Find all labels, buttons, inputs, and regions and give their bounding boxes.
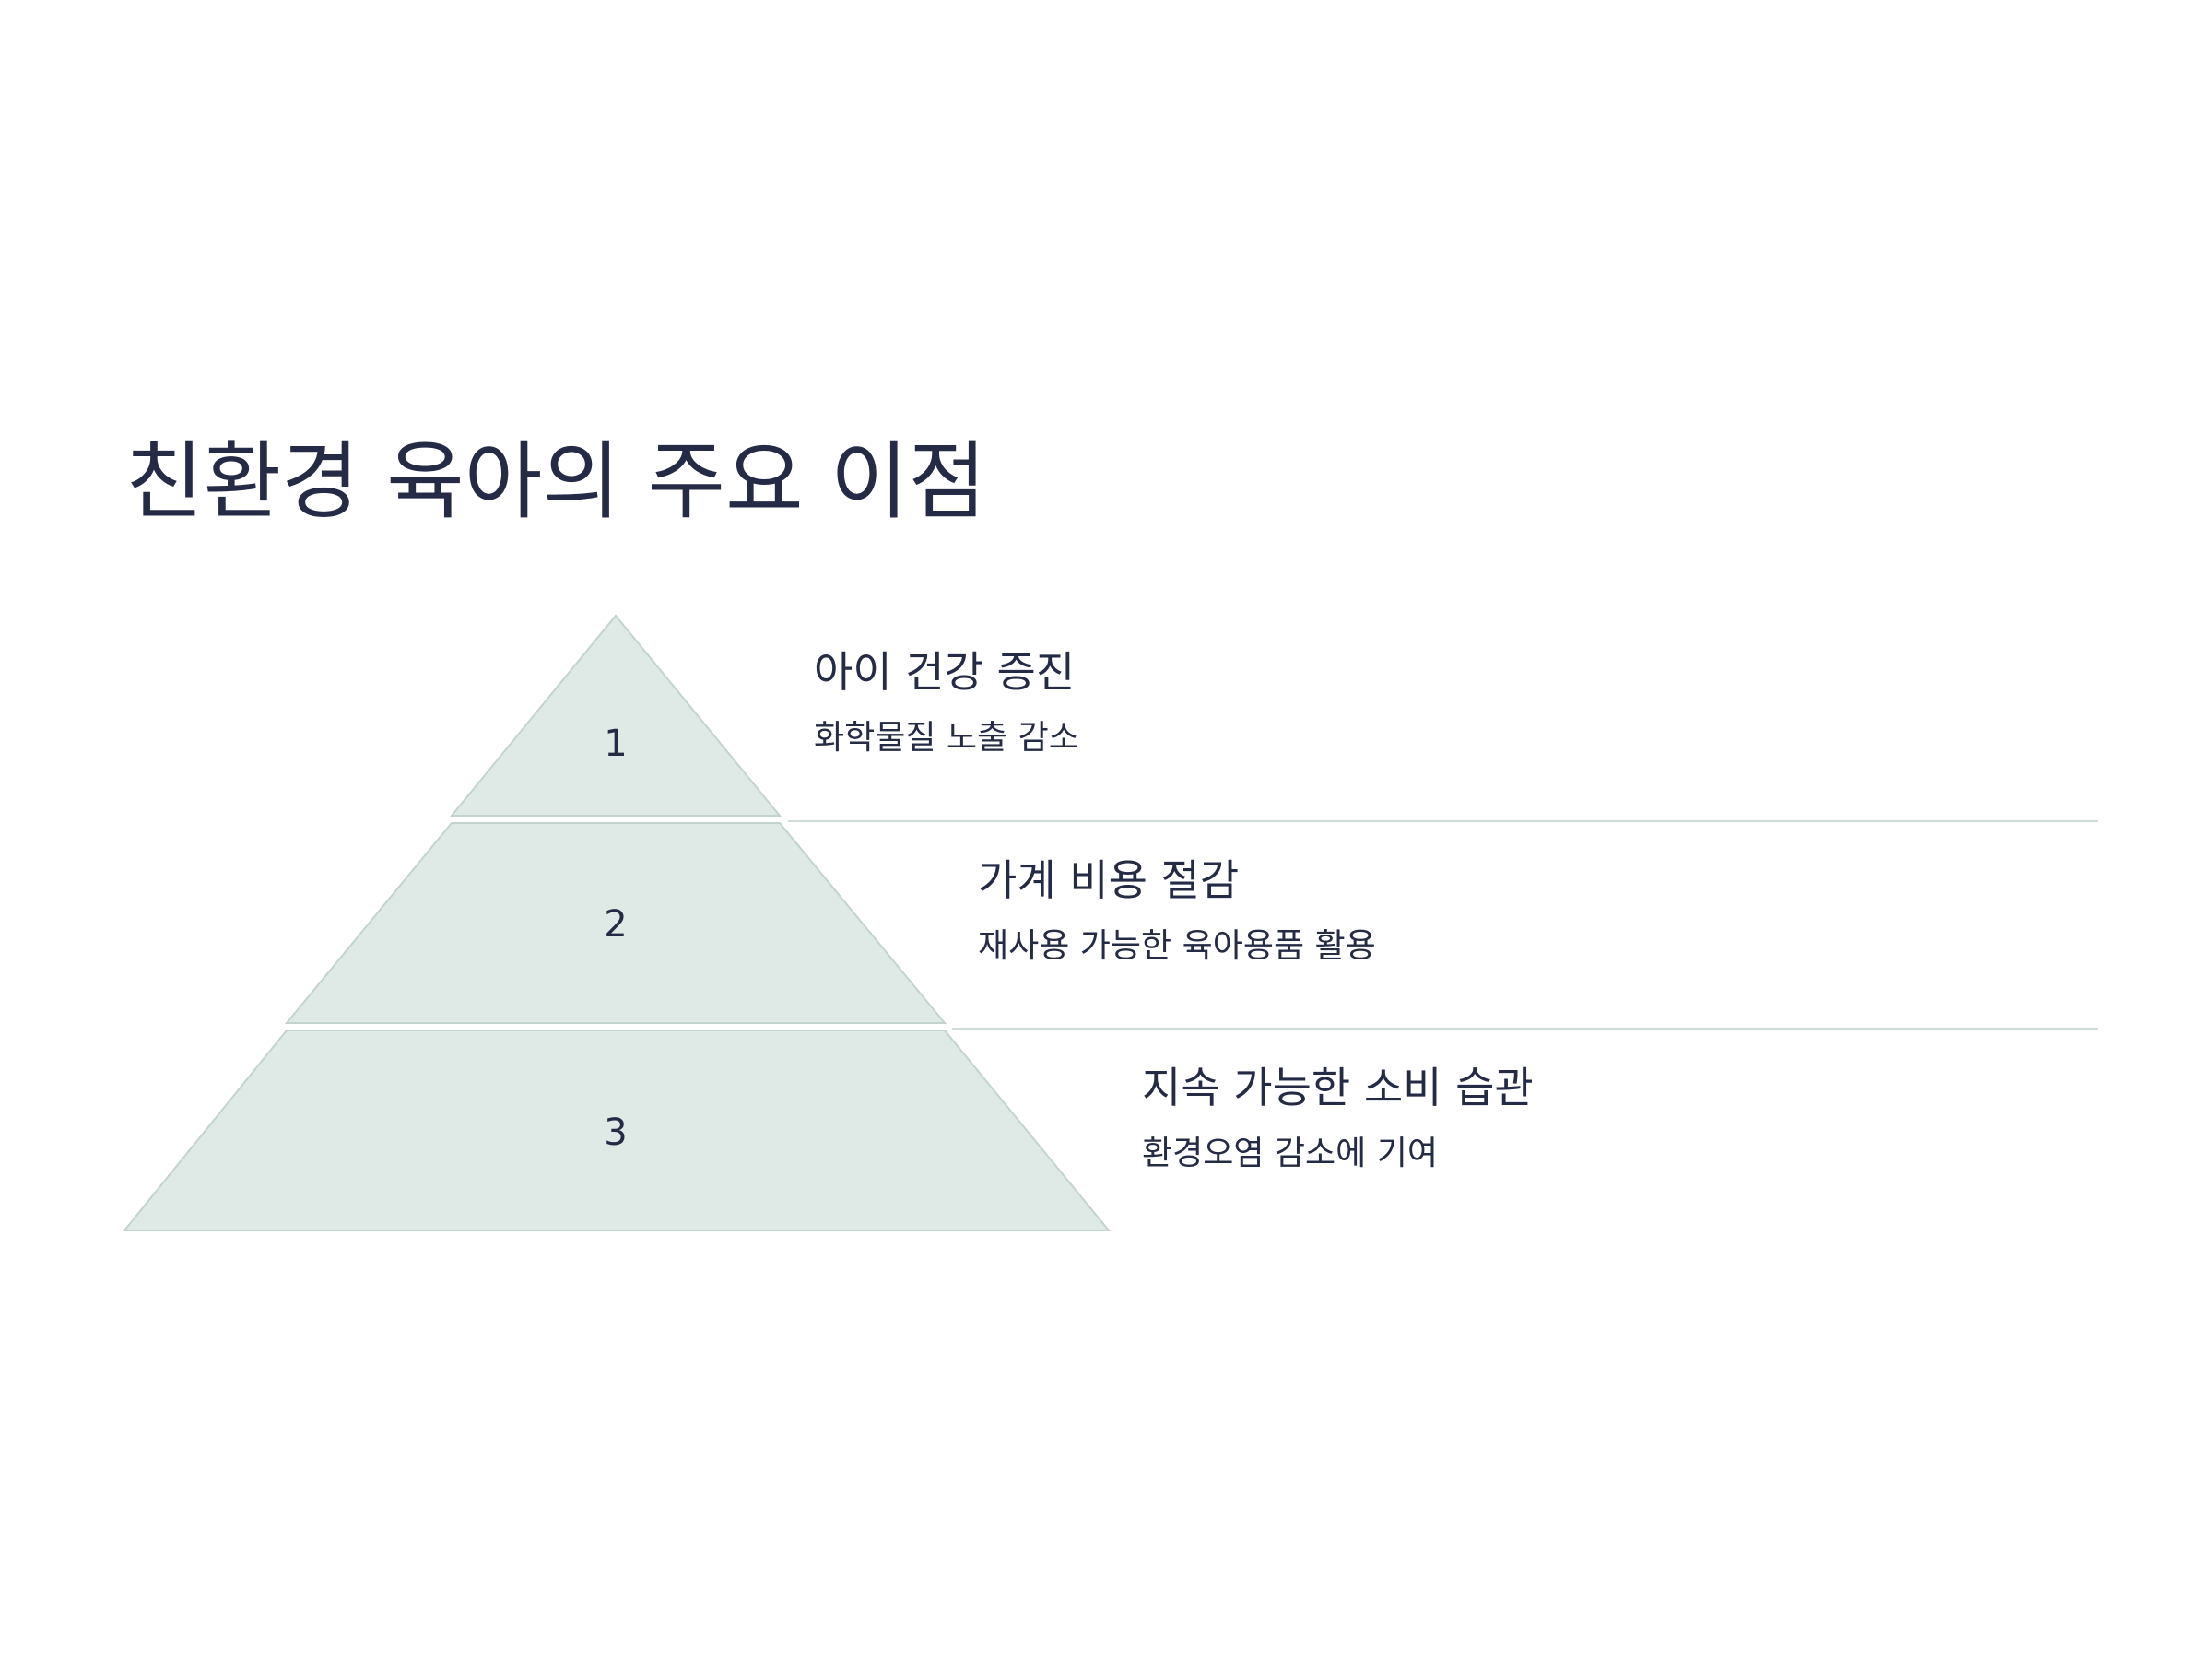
- level-1-description: 화학물질 노출 감소: [814, 719, 1079, 758]
- pyramid-level-2: [284, 822, 947, 1024]
- pyramid-level-3: [122, 1030, 1112, 1231]
- level-3-description: 환경오염 감소에 기여: [1142, 1135, 1438, 1173]
- level-2-heading: 가계 비용 절감: [978, 855, 1240, 905]
- level-3-text: 지속 가능한 소비 습관 환경오염 감소에 기여: [1142, 1063, 1534, 1173]
- pyramid-level-3-number: 3: [604, 1112, 627, 1154]
- level-1-heading: 아이 건강 증진: [814, 647, 1076, 697]
- pyramid-level-1-number: 1: [604, 723, 627, 765]
- pyramid-level-1: [449, 614, 782, 817]
- level-3-heading: 지속 가능한 소비 습관: [1142, 1063, 1534, 1112]
- level-2-text: 가계 비용 절감 재사용 가능한 육아용품 활용: [978, 855, 1376, 966]
- level-1-text: 아이 건강 증진 화학물질 노출 감소: [814, 647, 1079, 758]
- pyramid-level-2-number: 2: [604, 903, 627, 946]
- level-2-description: 재사용 가능한 육아용품 활용: [978, 927, 1376, 966]
- page-title: 친환경 육아의 주요 이점: [125, 432, 987, 531]
